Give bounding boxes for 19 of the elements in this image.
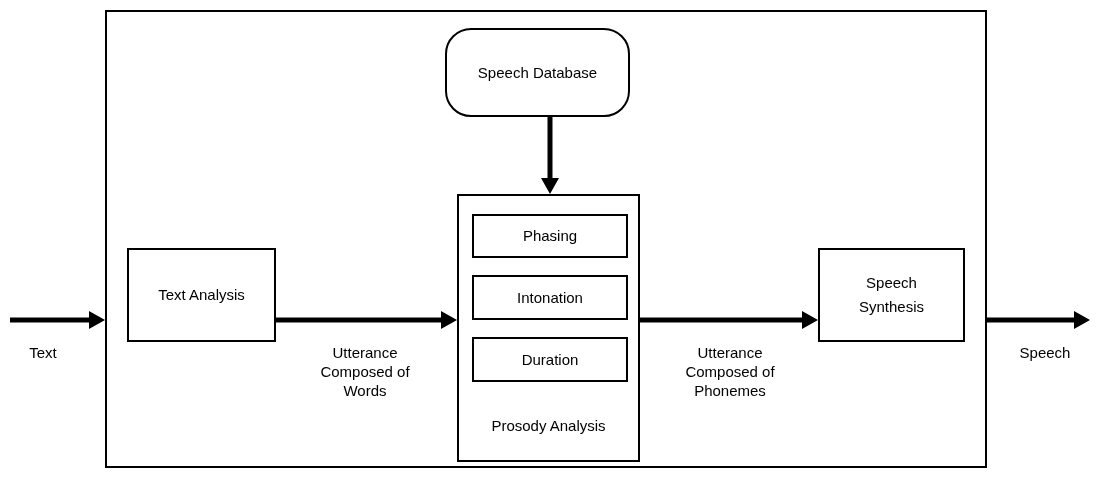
node-label: Phasing [522, 226, 578, 246]
database-box [445, 28, 630, 117]
node-label: Speech Synthesis [857, 273, 925, 317]
node-label: Prosody Analysis [491, 416, 606, 436]
process-box [472, 275, 628, 320]
node-label: Intonation [517, 287, 583, 308]
arrow [987, 311, 1090, 329]
arrow [640, 311, 818, 329]
prosody-analysis-box [457, 194, 640, 462]
process-box [472, 214, 628, 258]
arrow [541, 117, 559, 194]
node-label: Text Analysis [158, 285, 245, 305]
node-label: Duration [521, 349, 579, 370]
arrow [276, 311, 457, 329]
process-box [818, 248, 965, 342]
node-label: Speech Database [477, 62, 598, 83]
process-box [127, 248, 276, 342]
arrow [10, 311, 105, 329]
process-box [472, 337, 628, 382]
